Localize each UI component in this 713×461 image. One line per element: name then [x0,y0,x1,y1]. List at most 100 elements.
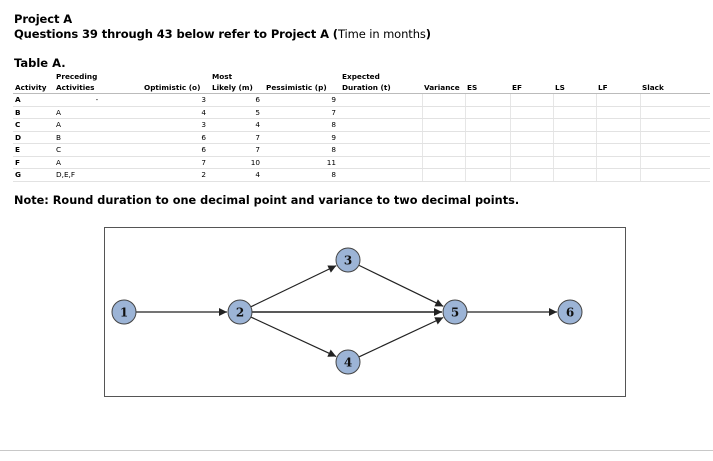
preceding-cell: D,E,F [54,168,142,182]
variance-cell[interactable] [421,131,465,144]
optimistic-cell: 6 [142,143,210,157]
es-cell[interactable] [464,106,510,119]
ef-cell[interactable] [509,168,553,182]
ef-cell[interactable] [509,143,553,157]
ls-cell[interactable] [552,143,596,157]
es-cell[interactable] [464,168,510,182]
optimistic-cell: 6 [142,131,210,144]
slack-cell[interactable] [639,106,710,119]
slack-cell[interactable] [639,156,710,169]
pessimistic-cell: 8 [264,118,340,132]
ls-cell[interactable] [552,106,596,119]
ef-cell[interactable] [509,93,553,107]
ls-cell[interactable] [552,118,596,132]
ef-cell[interactable] [509,156,553,169]
activity-cell: C [13,118,54,132]
ls-cell[interactable] [552,156,596,169]
node-circle [335,349,361,375]
expected-cell[interactable] [340,156,422,169]
ef-cell[interactable] [509,131,553,144]
pessimistic-cell: 9 [264,131,340,144]
node-label: 6 [566,306,574,320]
ef-cell[interactable] [509,118,553,132]
variance-cell[interactable] [421,143,465,157]
slack-cell[interactable] [639,118,710,132]
node-label: 2 [236,306,244,320]
slack-cell[interactable] [639,131,710,144]
edge-layer [136,264,557,358]
expected-cell[interactable] [340,118,422,132]
header-es: ES [465,71,510,94]
header-variance: Variance [422,71,465,94]
node-1: 1 [111,299,137,325]
optimistic-cell: 3 [142,118,210,132]
expected-cell[interactable] [340,143,422,157]
variance-cell[interactable] [421,93,465,107]
most-likely-cell: 5 [210,106,264,119]
table-row: G D,E,F 2 4 8 [13,168,710,182]
variance-cell[interactable] [421,156,465,169]
table-row: B A 4 5 7 [13,106,710,119]
lf-cell[interactable] [595,118,640,132]
activity-cell: G [13,168,54,182]
es-cell[interactable] [464,118,510,132]
es-cell[interactable] [464,156,510,169]
pessimistic-cell: 11 [264,156,340,169]
rounding-note: Note: Round duration to one decimal poin… [14,194,520,207]
ef-cell[interactable] [509,106,553,119]
node-circle [227,299,253,325]
table-row: A - 3 6 9 [13,93,710,107]
time-note: Time in months [337,27,426,41]
lf-cell[interactable] [595,106,640,119]
lf-cell[interactable] [595,168,640,182]
close-paren: ) [425,27,431,41]
node-3: 3 [335,247,361,273]
most-likely-cell: 7 [210,131,264,144]
header-pessimistic: Pessimistic (p) [264,71,340,94]
variance-cell[interactable] [421,168,465,182]
table-row: F A 7 10 11 [13,156,710,169]
table-row: E C 6 7 8 [13,143,710,157]
variance-cell[interactable] [421,106,465,119]
slack-cell[interactable] [639,143,710,157]
bottom-divider [0,450,713,451]
expected-cell[interactable] [340,131,422,144]
expected-cell[interactable] [340,106,422,119]
variance-cell[interactable] [421,118,465,132]
header-ef: EF [510,71,553,94]
ls-cell[interactable] [552,93,596,107]
lf-cell[interactable] [595,156,640,169]
ls-cell[interactable] [552,131,596,144]
edge-2-3 [250,265,337,308]
node-6: 6 [557,299,583,325]
slack-cell[interactable] [639,168,710,182]
edge-2-4 [250,316,337,358]
pessimistic-cell: 9 [264,93,340,107]
lf-cell[interactable] [595,93,640,107]
most-likely-cell: 7 [210,143,264,157]
project-title: Project A [14,12,73,26]
lf-cell[interactable] [595,143,640,157]
es-cell[interactable] [464,93,510,107]
es-cell[interactable] [464,143,510,157]
header-lf: LF [596,71,640,94]
lf-cell[interactable] [595,131,640,144]
expected-cell[interactable] [340,93,422,107]
preceding-cell: A [54,106,142,119]
expected-cell[interactable] [340,168,422,182]
activity-cell: B [13,106,54,119]
table-row: D B 6 7 9 [13,131,710,144]
preceding-cell: - [54,93,142,107]
header-activity: Activity [13,71,54,94]
slack-cell[interactable] [639,93,710,107]
ls-cell[interactable] [552,168,596,182]
most-likely-cell: 10 [210,156,264,169]
pessimistic-cell: 8 [264,168,340,182]
es-cell[interactable] [464,131,510,144]
